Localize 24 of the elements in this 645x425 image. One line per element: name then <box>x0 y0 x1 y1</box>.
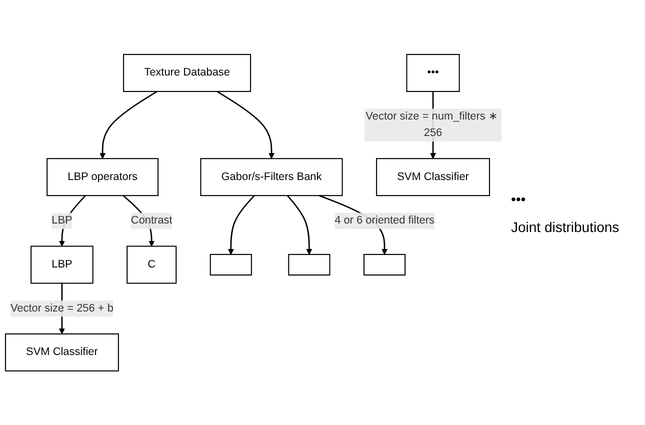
node-box <box>376 158 490 196</box>
flowchart: LBP Contrast 4 or 6 oriented filters Vector size = 256 + b Vector size = num_filters ∗ 256 Texture Database LBP operators Gabor/s-Filters Bank LBP C ••• SVM Classifier SVM Classifier <box>0 48 507 376</box>
node-box <box>406 54 460 92</box>
arrow <box>58 194 86 246</box>
arrow <box>228 194 255 255</box>
arrow <box>100 90 158 159</box>
note-label: Joint distributions <box>511 218 620 234</box>
edge-label: LBP <box>52 214 72 226</box>
node-box <box>200 158 343 196</box>
edge-label: Vector size = num_filters ∗ 256 <box>366 110 498 139</box>
edge-label: Contrast <box>130 214 172 226</box>
node-box <box>30 246 94 284</box>
node-box <box>126 246 177 284</box>
edge-label: 4 or 6 oriented filters <box>334 214 434 226</box>
node-box <box>4 333 119 372</box>
edge-label: Vector size = 256 + b <box>10 302 114 314</box>
node-box <box>363 254 406 276</box>
node-box <box>288 254 330 276</box>
note-label: ••• <box>511 190 527 206</box>
node-box <box>46 158 159 196</box>
node-box <box>210 254 252 276</box>
node-box <box>123 54 252 92</box>
arrow <box>286 194 312 255</box>
arrow <box>216 90 275 159</box>
